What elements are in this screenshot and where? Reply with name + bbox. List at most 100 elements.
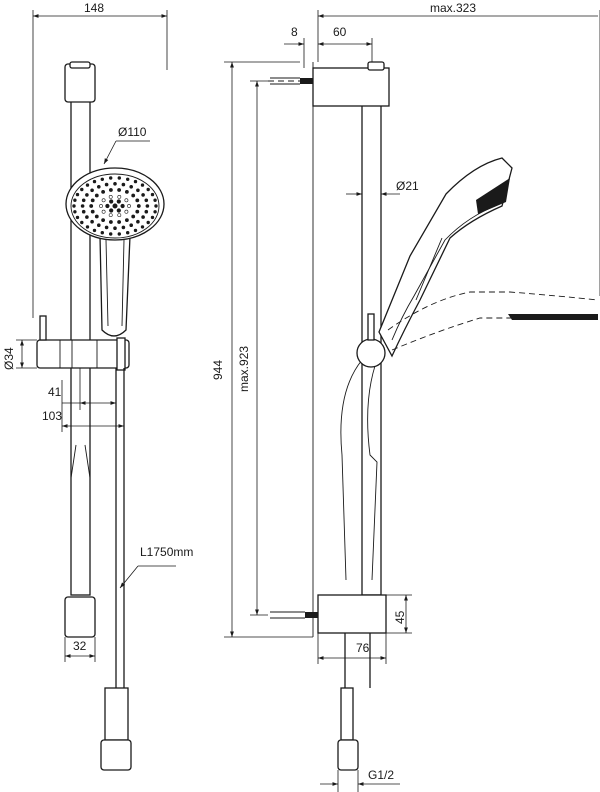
nozzle-dot <box>154 204 158 208</box>
nozzle-dot <box>124 198 129 203</box>
nozzle-dot <box>145 204 150 208</box>
nozzle-dot <box>100 231 105 235</box>
nozzle-dot <box>81 209 86 214</box>
nozzle-dot <box>108 213 113 218</box>
nozzle-dot <box>129 223 133 227</box>
front-handle <box>99 235 131 337</box>
nozzle-dot <box>140 183 145 187</box>
nozzle-dot <box>121 225 126 230</box>
nozzle-dot <box>108 176 113 180</box>
nozzle-dot <box>150 192 155 197</box>
nozzle-dot <box>150 215 155 220</box>
nozzle-dot <box>94 193 99 198</box>
nozzle-dot <box>75 192 80 197</box>
side-view <box>268 61 599 771</box>
dim-bracket-depth: 60 <box>333 25 347 39</box>
nozzle-dot <box>135 209 140 214</box>
nozzle-dot <box>94 214 99 219</box>
dim-offset-41: 41 <box>48 385 62 399</box>
nozzle-dot <box>129 185 133 189</box>
front-hose <box>115 368 125 688</box>
nozzle-dot <box>100 177 105 182</box>
side-handset-alt <box>387 291 599 351</box>
dim-thread: G1/2 <box>368 768 394 782</box>
nozzle-dot <box>113 226 117 230</box>
side-dimensions: max.323 8 60 Ø21 944 max.923 45 76 G1/2 <box>211 1 600 792</box>
dim-rail-diameter: Ø21 <box>396 179 419 193</box>
nozzle-dot <box>131 193 136 198</box>
side-bottom-bracket <box>270 594 387 771</box>
nozzle-dot <box>117 220 122 224</box>
nozzle-dot <box>144 209 149 214</box>
nozzle-dot <box>133 179 138 184</box>
dim-holder-diameter: Ø34 <box>2 347 16 370</box>
nozzle-dot <box>72 204 76 208</box>
nozzle-dot <box>125 218 129 223</box>
nozzle-dot <box>92 228 97 233</box>
nozzle-dot <box>136 188 140 193</box>
nozzle-dot <box>113 182 117 186</box>
front-dimensions: 148 Ø110 Ø34 41 103 L1750mm 32 <box>2 1 193 662</box>
dim-bracket-76: 76 <box>356 641 370 655</box>
nozzle-dot <box>109 208 114 213</box>
nozzle-dot <box>112 203 118 209</box>
nozzle-dot <box>120 203 125 209</box>
nozzle-dot <box>101 198 106 203</box>
nozzle-dot <box>124 209 129 214</box>
front-hose-end <box>104 687 129 741</box>
nozzle-dot <box>105 203 110 209</box>
nozzle-dot <box>153 198 157 202</box>
nozzle-dot <box>141 215 145 219</box>
front-top-cap <box>64 63 96 103</box>
nozzle-dot <box>81 198 86 203</box>
nozzle-dot <box>92 179 97 184</box>
side-top-bracket <box>268 61 390 107</box>
nozzle-dot <box>125 231 130 235</box>
nozzle-dot <box>104 182 109 187</box>
nozzle-dot <box>97 223 101 227</box>
nozzle-dot <box>75 215 80 220</box>
nozzle-dot <box>117 176 122 180</box>
nozzle-dot <box>140 225 145 229</box>
front-view <box>36 61 165 771</box>
nozzle-dot <box>136 219 140 224</box>
dim-hose-length: L1750mm <box>140 545 193 559</box>
dim-offset-103: 103 <box>42 409 62 423</box>
nozzle-dot <box>101 218 106 223</box>
nozzle-dot <box>101 189 106 194</box>
nozzle-dot <box>85 193 89 197</box>
nozzle-dot <box>101 209 106 214</box>
nozzle-dot <box>144 198 149 203</box>
dim-max-depth: max.323 <box>430 1 476 15</box>
nozzle-dot <box>125 177 130 182</box>
nozzle-dot <box>125 189 129 194</box>
nozzle-dot <box>85 183 90 187</box>
side-handset <box>378 157 513 358</box>
front-slider-holder <box>36 315 130 371</box>
nozzle-dot <box>116 199 121 204</box>
nozzle-dot <box>117 232 122 236</box>
nozzle-dot <box>99 204 103 208</box>
dim-wall-gap: 8 <box>291 25 298 39</box>
nozzle-dot <box>109 199 114 204</box>
nozzle-dot <box>146 187 150 192</box>
dim-bracket-32: 32 <box>73 639 87 653</box>
nozzle-dot <box>136 204 141 208</box>
nozzle-dot <box>141 193 145 197</box>
front-bottom-cap <box>64 596 96 638</box>
nozzle-dot <box>80 204 85 208</box>
nozzle-dot <box>80 220 84 225</box>
nozzle-dot <box>116 208 121 213</box>
nozzle-dot <box>153 210 157 214</box>
nozzle-dot <box>117 188 122 192</box>
nozzle-dot <box>127 204 131 208</box>
nozzle-dot <box>90 209 95 214</box>
nozzle-dot <box>109 188 113 192</box>
nozzle-dot <box>109 220 113 224</box>
front-shower-head <box>65 167 165 241</box>
dim-overall-height: 944 <box>211 360 225 380</box>
nozzle-dot <box>131 214 136 219</box>
dim-bracket-height: 45 <box>393 610 407 624</box>
nozzle-dot <box>90 188 94 193</box>
